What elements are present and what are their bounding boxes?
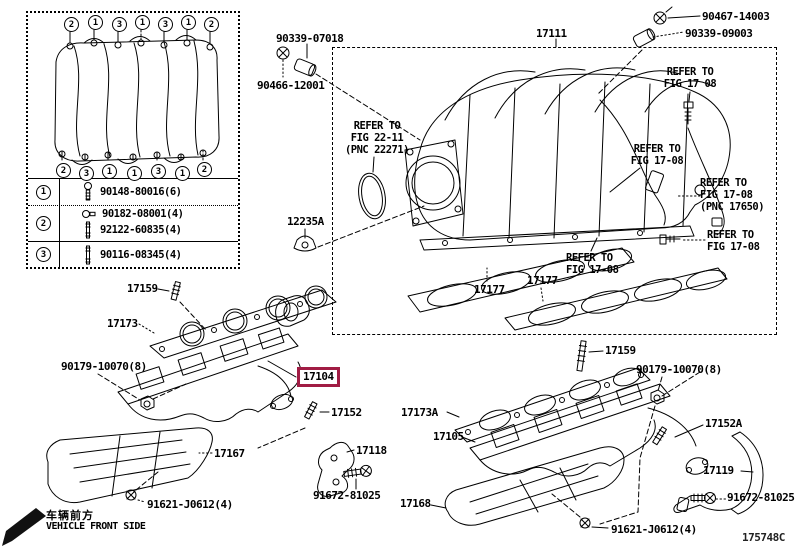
- part-label-17118[interactable]: 17118: [356, 444, 387, 457]
- part-label-12235A[interactable]: 12235A: [287, 215, 324, 228]
- part-label-91621-left[interactable]: 91621-J0612(4): [147, 498, 233, 511]
- vacuum-hose-parts-art: [276, 43, 421, 141]
- bolt-91672-right-art: [690, 492, 727, 504]
- gasket-17173-art: [138, 285, 337, 359]
- bolt-91621-left-art: [125, 471, 159, 503]
- legend-row-2: 2 90182-08001(4) 92122-60835(4): [28, 205, 238, 241]
- legend-num-2: 2: [36, 216, 51, 231]
- heat-shield-17168-art: [430, 446, 625, 526]
- pipe-bracket-17119-art: [673, 431, 764, 515]
- heat-shield-17167-art: [46, 427, 213, 504]
- stud-17152A-art: [652, 424, 704, 446]
- bolt-91621-right-art: [551, 493, 609, 529]
- callout-circle: 3: [79, 166, 94, 181]
- callout-circle: 2: [56, 163, 71, 178]
- intake-manifold-17111-art: [404, 67, 731, 251]
- nut-90179-left-art: [97, 373, 187, 411]
- callout-circle: 1: [88, 15, 103, 30]
- part-label-91621-right[interactable]: 91621-J0612(4): [611, 523, 697, 536]
- vehicle-front-arrow: [2, 508, 46, 546]
- fastener-legend-inset: 2 1 3 1 3 1 2 2 3 1 1 3 1 2 1 90148-8001…: [26, 11, 240, 269]
- vent-hose-parts-art: [597, 6, 701, 95]
- stud-17152-art: [304, 401, 330, 420]
- part-label-17152A[interactable]: 17152A: [705, 417, 742, 430]
- part-label-17177-b[interactable]: 17177: [527, 274, 558, 287]
- sensor-bolt-art: [372, 91, 706, 252]
- stud-17159-left-art: [157, 281, 207, 331]
- callout-circle: 3: [151, 164, 166, 179]
- legend-row-1: 1 90148-80016(6): [28, 178, 238, 205]
- legend-part-number[interactable]: 90148-80016(6): [100, 186, 182, 198]
- part-label-17159-right[interactable]: 17159: [605, 344, 636, 357]
- part-label-17177-a[interactable]: 17177: [474, 283, 505, 296]
- intake-assembly-group-box: [332, 47, 777, 335]
- callout-circle: 1: [102, 164, 117, 179]
- part-label-17167[interactable]: 17167: [214, 447, 245, 460]
- exhaust-manifold-17104-art: [117, 327, 302, 422]
- intake-chamber-inset-art: [54, 29, 220, 165]
- stud-17159-right-art: [576, 340, 604, 372]
- callout-circle: 3: [158, 17, 173, 32]
- callout-circle: 3: [112, 17, 127, 32]
- part-label-17159-left[interactable]: 17159: [127, 282, 158, 295]
- gasket-17177-a-art: [407, 247, 635, 313]
- part-label-90466-12001[interactable]: 90466-12001: [257, 79, 325, 92]
- part-label-17119[interactable]: 17119: [703, 464, 734, 477]
- stud-icon: [85, 221, 91, 239]
- part-label-90467-14003[interactable]: 90467-14003: [702, 10, 770, 23]
- part-label-90339-09003[interactable]: 90339-09003: [685, 27, 753, 40]
- callout-circle: 1: [127, 166, 142, 181]
- fastener-legend-table: 1 90148-80016(6) 2: [28, 178, 238, 267]
- legend-part-number[interactable]: 90116-08345(4): [100, 248, 182, 261]
- part-label-17173A[interactable]: 17173A: [401, 406, 438, 419]
- diagram-code: 175748C: [742, 531, 785, 544]
- legend-num-3: 3: [36, 247, 51, 262]
- bracket-17118-art: [257, 427, 355, 497]
- bolt-icon: [84, 182, 92, 201]
- vehicle-front-label-cn: 车辆前方: [46, 509, 94, 522]
- legend-part-number[interactable]: 92122-60835(4): [100, 224, 182, 236]
- clamp-12235A-art: [275, 205, 425, 327]
- legend-part-number[interactable]: 90182-08001(4): [102, 208, 184, 220]
- callout-circle: 2: [197, 162, 212, 177]
- part-label-17104-highlighted[interactable]: 17104: [297, 367, 340, 387]
- part-label-17173[interactable]: 17173: [107, 317, 138, 330]
- gasket-17177-b-art: [504, 267, 728, 331]
- gasket-17173A-art: [446, 367, 651, 443]
- part-label-90179-right[interactable]: 90179-10070(8): [636, 363, 722, 376]
- part-label-90339-07018[interactable]: 90339-07018: [276, 32, 344, 45]
- bolt-icon: [82, 210, 96, 218]
- callout-circle: 2: [64, 17, 79, 32]
- part-label-91672-left[interactable]: 91672-81025: [313, 489, 381, 502]
- legend-row-3: 3 90116-08345(4): [28, 241, 238, 267]
- part-label-17105[interactable]: 17105: [433, 430, 464, 443]
- part-label-90179-left[interactable]: 90179-10070(8): [61, 360, 147, 373]
- callout-circle: 1: [135, 15, 150, 30]
- callout-circle: 1: [175, 166, 190, 181]
- stud-icon: [85, 245, 91, 264]
- callout-circle: 2: [204, 17, 219, 32]
- legend-num-1: 1: [36, 184, 51, 200]
- oring-art: [358, 172, 386, 220]
- part-label-17152[interactable]: 17152: [331, 406, 362, 419]
- part-label-91672-right[interactable]: 91672-81025: [727, 491, 795, 504]
- nut-90179-right-art: [599, 371, 701, 525]
- part-label-17111[interactable]: 17111: [536, 27, 567, 40]
- vehicle-front-label-en: VEHICLE FRONT SIDE: [46, 521, 146, 532]
- part-label-17168[interactable]: 17168: [400, 497, 431, 510]
- callout-circle: 1: [181, 15, 196, 30]
- exhaust-manifold-17105-art: [461, 383, 709, 477]
- bolt-91672-left-art: [343, 464, 372, 490]
